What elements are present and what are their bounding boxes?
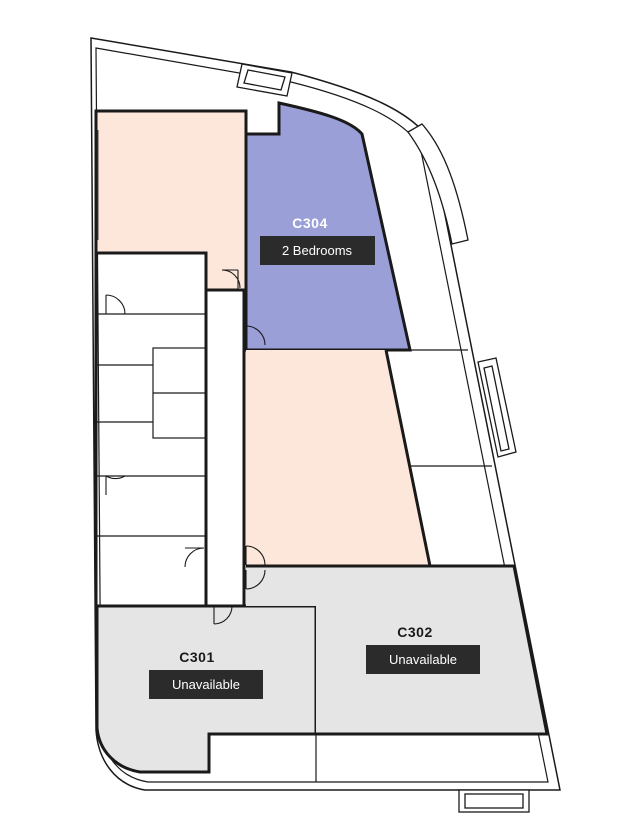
unit-c302-title: C302 xyxy=(397,624,432,640)
balcony-mid-right xyxy=(477,357,517,458)
unit-c301-status-badge[interactable] xyxy=(149,670,263,699)
balcony-upper-right xyxy=(407,123,469,245)
unit-c304[interactable] xyxy=(244,101,412,352)
storage-cells xyxy=(94,253,246,608)
balcony-bottom xyxy=(458,789,530,813)
unit-c304-status: 2 Bedrooms xyxy=(282,243,353,258)
terrace-partitions xyxy=(209,349,492,782)
unit-c304-title: C304 xyxy=(292,215,327,231)
unit-middle-right-wall xyxy=(384,349,432,567)
unit-c302-walls xyxy=(246,564,549,736)
unit-c304-status-badge[interactable] xyxy=(260,236,375,265)
balcony-top xyxy=(236,63,293,97)
unit-c302-status-badge[interactable] xyxy=(366,645,480,674)
unit-c302-status: Unavailable xyxy=(389,652,457,667)
unit-middle[interactable] xyxy=(246,350,430,566)
corridor xyxy=(204,288,246,608)
door-swings xyxy=(105,269,266,625)
unit-c301-title: C301 xyxy=(179,649,214,665)
unit-c301-status: Unavailable xyxy=(172,677,240,692)
